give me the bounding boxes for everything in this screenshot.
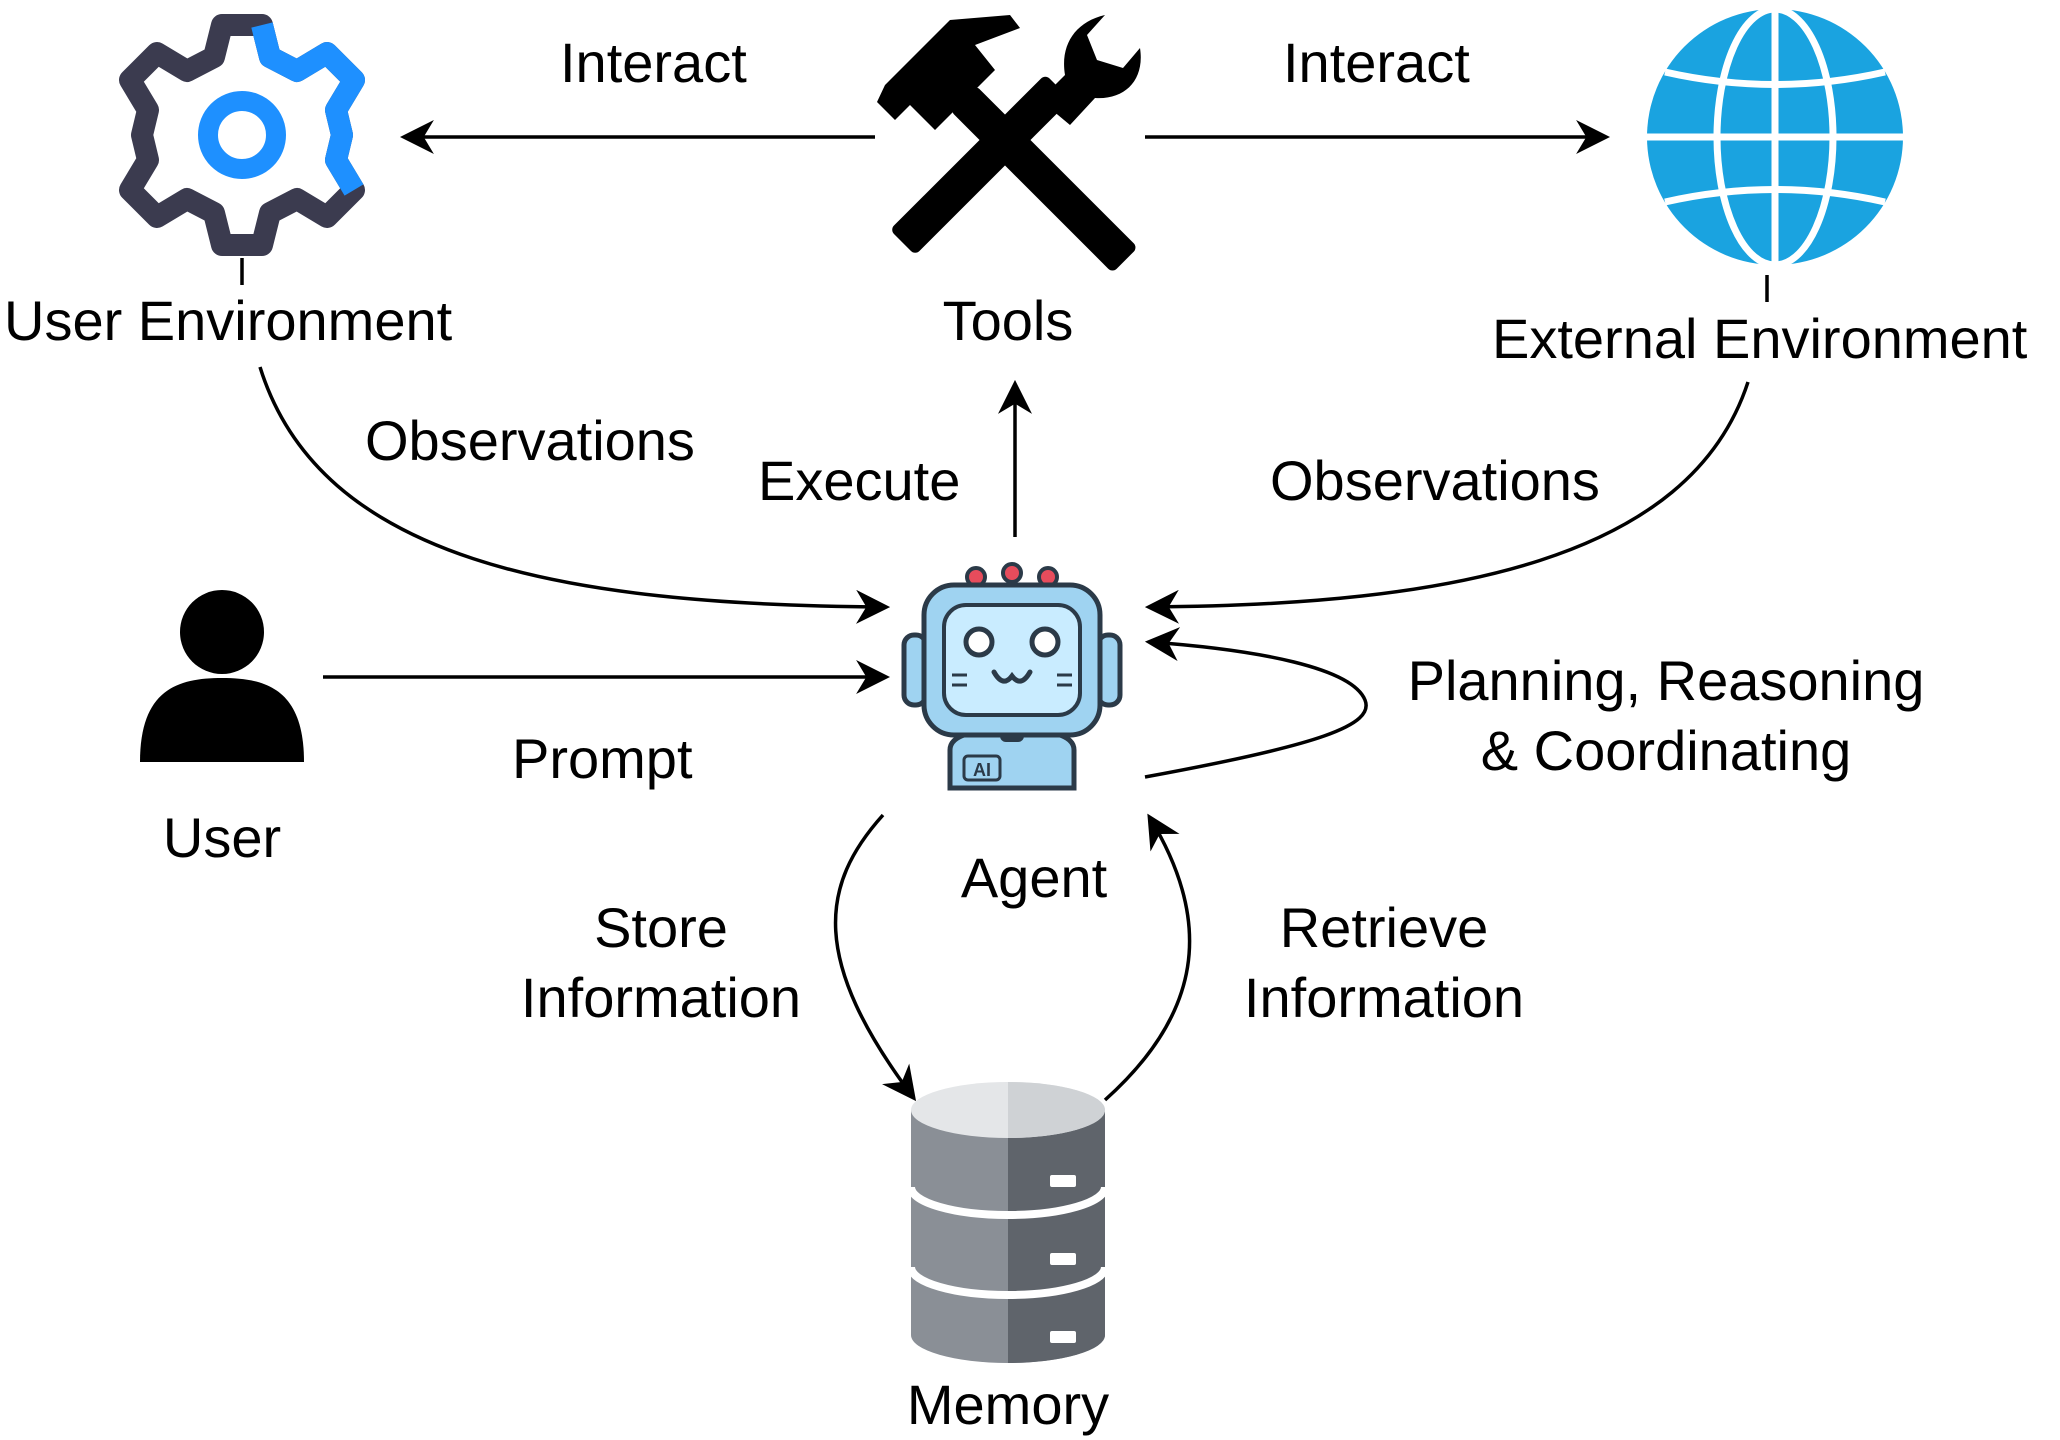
retrieve-label-line1: Retrieve (1279, 896, 1489, 959)
retrieve-label-line2: Information (1243, 966, 1525, 1029)
connectors (240, 120, 1769, 1102)
memory-label: Memory (906, 1373, 1110, 1436)
globe-icon (1647, 5, 1903, 269)
user-label: User (162, 806, 282, 869)
planning-label-line2: & Coordinating (1480, 719, 1852, 782)
hammer-wrench-icon (877, 15, 1141, 271)
interact-right-label: Interact (1283, 31, 1470, 94)
retrieve-information-label: Retrieve Information (1244, 893, 1524, 1033)
retrieve-arrow (1103, 813, 1192, 1102)
database-icon (907, 1082, 1109, 1363)
store-label-line1: Store (594, 896, 728, 959)
gear-icon (119, 14, 365, 256)
planning-label-line1: Planning, Reasoning (1407, 649, 1925, 712)
observations-right-label: Observations (1270, 449, 1600, 512)
person-icon (140, 590, 304, 762)
robot-icon: AI (901, 562, 1123, 791)
observations-right-arrow (1144, 381, 1750, 624)
robot-badge: AI (973, 760, 991, 780)
prompt-label: Prompt (512, 727, 693, 790)
execute-label: Execute (758, 449, 961, 512)
interact-left-label: Interact (560, 31, 747, 94)
user-environment-label: User Environment (4, 289, 453, 352)
observations-left-arrow (258, 366, 891, 624)
observations-left-label: Observations (365, 409, 695, 472)
agent-label: Agent (960, 846, 1108, 909)
store-label-line2: Information (520, 966, 802, 1029)
store-arrow (833, 813, 917, 1102)
store-information-label: Store Information (521, 893, 801, 1033)
tools-label: Tools (942, 289, 1074, 352)
external-environment-label: External Environment (1492, 307, 2028, 370)
planning-label: Planning, Reasoning & Coordinating (1408, 646, 1925, 786)
planning-loop-arrow (1144, 627, 1368, 779)
